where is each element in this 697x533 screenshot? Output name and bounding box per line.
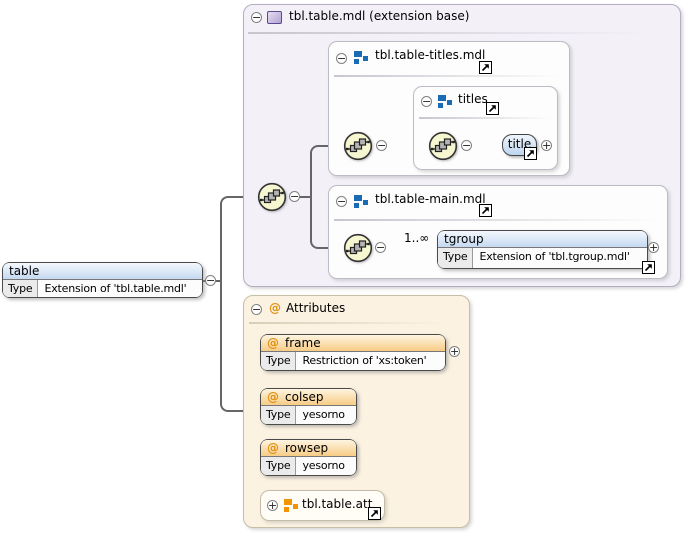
collapse-toggle[interactable]: − — [376, 139, 387, 152]
connector-line — [214, 280, 222, 282]
connector-corner — [220, 196, 258, 282]
tgroup-name: tgroup — [438, 231, 647, 248]
type-key: Type — [261, 406, 297, 424]
connector-corner — [220, 281, 244, 412]
attribute-rowsep[interactable]: @ rowsep Type yesorno — [260, 439, 357, 476]
model-group-icon — [438, 95, 452, 108]
link-arrow-icon[interactable] — [479, 61, 492, 74]
collapse-toggle[interactable]: − — [251, 11, 262, 24]
main-group-label: tbl.table-main.mdl — [375, 192, 486, 206]
header-separator — [248, 32, 648, 34]
occurrence-label: 1..∞ — [404, 231, 430, 245]
expand-toggle[interactable]: + — [267, 499, 278, 512]
collapse-toggle[interactable]: − — [336, 52, 347, 65]
type-key: Type — [438, 248, 474, 268]
header-separator — [334, 75, 562, 77]
extension-base-icon — [267, 11, 282, 24]
attribute-type-value: yesorno — [302, 459, 345, 472]
expand-toggle[interactable]: + — [449, 345, 460, 358]
titles-group-label: tbl.table-titles.mdl — [375, 48, 486, 62]
table-name: table — [3, 263, 202, 280]
header-separator — [419, 117, 552, 119]
link-arrow-icon[interactable] — [642, 261, 655, 274]
titles-label: titles — [458, 92, 488, 106]
sequence-icon[interactable] — [428, 131, 458, 161]
attribute-frame[interactable]: @ frame Type Restriction of 'xs:token' — [260, 334, 446, 371]
type-key: Type — [3, 280, 39, 297]
at-icon: @ — [267, 441, 279, 455]
at-icon: @ — [267, 336, 279, 350]
attribute-name: rowsep — [285, 441, 329, 455]
collapse-toggle[interactable]: − — [289, 190, 300, 203]
connector-line — [299, 196, 311, 198]
connector-line — [202, 280, 206, 282]
link-arrow-icon[interactable] — [524, 147, 537, 160]
at-icon: @ — [269, 301, 281, 315]
attribute-group-icon — [284, 499, 298, 512]
connector-corner — [310, 145, 343, 199]
attribute-name: colsep — [285, 390, 324, 404]
sequence-icon[interactable] — [257, 182, 287, 212]
link-arrow-icon[interactable] — [368, 507, 381, 520]
model-group-icon — [354, 195, 368, 208]
attribute-type-value: yesorno — [302, 408, 345, 421]
collapse-toggle[interactable]: − — [461, 139, 472, 152]
type-key: Type — [261, 457, 297, 475]
attribute-group-box[interactable]: + tbl.table.att — [260, 490, 385, 521]
collapse-toggle[interactable]: − — [251, 303, 262, 316]
collapse-toggle[interactable]: − — [336, 195, 347, 208]
expand-toggle[interactable]: + — [648, 241, 659, 254]
attribute-type-value: Restriction of 'xs:token' — [302, 354, 427, 367]
model-group-icon — [354, 51, 368, 64]
attribute-name: frame — [285, 336, 321, 350]
sequence-icon[interactable] — [343, 233, 373, 263]
header-separator — [334, 219, 659, 221]
tgroup-type-value: Extension of 'tbl.tgroup.mdl' — [479, 250, 630, 263]
expand-toggle[interactable]: + — [541, 139, 552, 152]
collapse-toggle[interactable]: − — [205, 274, 216, 287]
attribute-group-label: tbl.table.att — [302, 497, 373, 511]
attributes-panel-label: Attributes — [286, 301, 346, 315]
table-element[interactable]: table Type Extension of 'tbl.table.mdl' — [2, 262, 203, 298]
attribute-colsep[interactable]: @ colsep Type yesorno — [260, 388, 357, 425]
sequence-icon[interactable] — [343, 131, 373, 161]
header-separator — [249, 322, 445, 324]
collapse-toggle[interactable]: − — [421, 95, 432, 108]
connector-corner — [310, 196, 343, 249]
collapse-toggle[interactable]: − — [375, 241, 386, 254]
type-key: Type — [261, 352, 297, 370]
table-type-value: Extension of 'tbl.table.mdl' — [44, 282, 187, 295]
link-arrow-icon[interactable] — [486, 102, 499, 115]
link-arrow-icon[interactable] — [479, 204, 492, 217]
at-icon: @ — [267, 390, 279, 404]
extension-base-label: tbl.table.mdl (extension base) — [289, 9, 470, 23]
tgroup-element[interactable]: tgroup Type Extension of 'tbl.tgroup.mdl… — [437, 230, 648, 269]
